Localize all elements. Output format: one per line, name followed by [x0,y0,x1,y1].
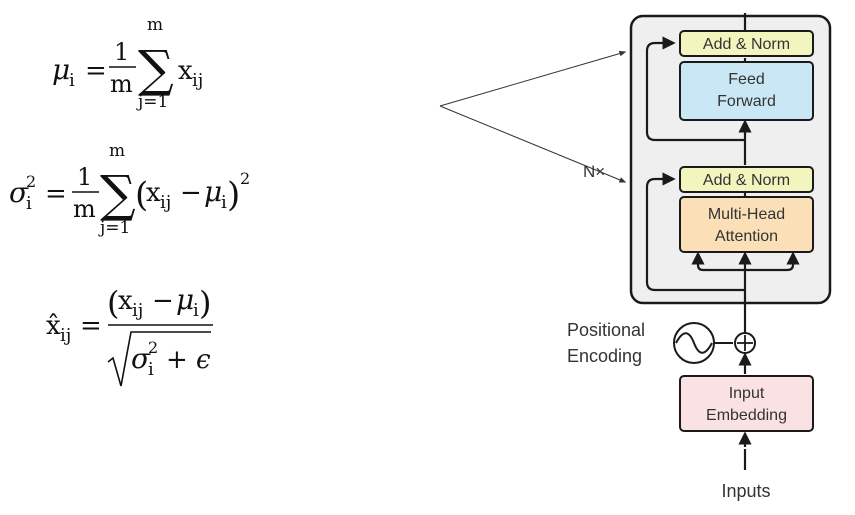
normalized-sqrt-sign [107,331,211,387]
formula-normalized: x̂ ij = ( x ij − μ i ) σ 2 i + ϵ [46,283,213,387]
feed-forward-label-line2: Forward [717,93,776,110]
mean-denominator: m [110,70,133,98]
normalized-xhat-subscript: ij [60,325,71,346]
mean-mu: μ [52,53,70,86]
nx-label: N× [583,162,605,181]
attention-label-line1: Multi-Head [708,206,785,223]
add-norm-bottom-box [679,166,814,193]
variance-sum-upper: m [109,141,125,161]
positional-label-line2: Encoding [567,346,642,366]
variance-mu: μ [204,175,222,208]
mean-mu-subscript: i [69,70,75,91]
encoder-diagram: N× Add & Norm Feed Forward Add & Norm Mu… [567,13,832,501]
normalized-sigma: σ [131,342,151,375]
variance-denominator: m [73,195,96,223]
mean-sum-upper: m [147,15,163,35]
variance-sigma: σ [9,176,29,209]
pointer-line-to-bottom-add-norm [439,105,627,183]
variance-right-paren: ) [227,175,240,215]
attention-label-line2: Attention [715,228,778,245]
variance-x-subscript: ij [160,192,171,213]
mean-x-subscript: ij [192,70,203,91]
feed-forward-label-line1: Feed [728,71,764,88]
normalized-epsilon: ϵ [196,345,211,375]
normalized-x: x [118,286,133,316]
add-norm-top-label: Add & Norm [703,36,790,53]
attention-box [679,196,814,253]
positional-label-line1: Positional [567,320,645,340]
variance-minus: − [180,178,202,208]
formula-mean: μ i = 1 m m ∑ j=1 x ij [52,15,203,112]
formula-variance: σ 2 i = 1 m m ∑ j=1 ( x ij − μ i ) 2 [9,141,250,238]
add-norm-bottom-label: Add & Norm [703,172,790,189]
input-embedding-label-line2: Embedding [706,407,787,424]
mean-sum-symbol: ∑ [138,40,174,98]
mean-equals: = [85,56,107,86]
normalized-x-subscript: ij [132,300,143,321]
variance-sum-lower: j=1 [98,218,130,238]
variance-numerator: 1 [77,163,92,191]
encoder-block [629,14,832,305]
normalized-left-paren: ( [107,284,119,322]
mean-numerator: 1 [114,38,129,66]
normalized-right-paren: ) [199,284,211,322]
normalized-mu: μ [176,283,194,316]
residual-feed-forward [645,36,745,142]
normalized-sigma-subscript: i [148,359,154,380]
normalized-minus: − [152,286,174,316]
variance-equals: = [45,179,67,209]
normalized-mu-subscript: i [193,300,199,321]
mean-x: x [178,56,193,86]
normalized-xhat: x̂ [46,311,61,341]
variance-sigma-superscript: 2 [26,172,36,191]
normalized-plus: + [166,345,188,375]
normalized-equals: = [80,311,102,341]
variance-outer-superscript: 2 [240,169,250,188]
pointer-line-to-top-add-norm [439,50,627,107]
input-embedding-label-line1: Input [729,385,765,402]
mean-sum-lower: j=1 [136,92,168,112]
variance-sigma-subscript: i [26,193,32,214]
pointer-lines [439,50,627,183]
variance-mu-subscript: i [221,192,227,213]
input-embedding-box [679,375,814,432]
variance-x: x [146,178,161,208]
variance-sum-symbol: ∑ [100,165,136,223]
add-norm-top-box [679,30,814,57]
sine-wave-icon [675,332,713,354]
normalized-sigma-superscript: 2 [148,338,158,357]
arrow-split-right [745,251,800,272]
variance-left-paren: ( [135,175,148,215]
inputs-label: Inputs [721,481,770,501]
residual-attention [645,172,745,292]
feed-forward-box [679,61,814,121]
arrow-split-left [691,251,745,272]
